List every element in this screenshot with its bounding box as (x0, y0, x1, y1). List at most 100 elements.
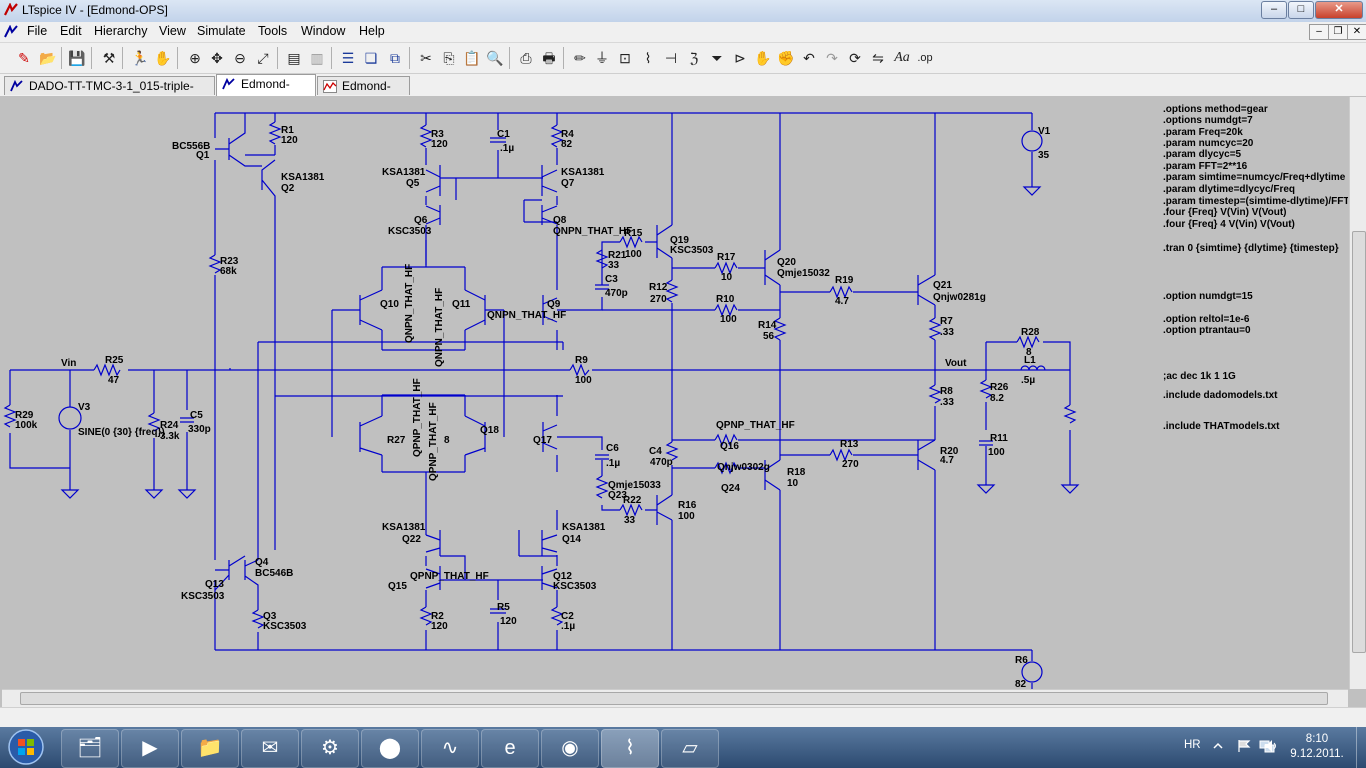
cut-icon[interactable]: ✂ (420, 50, 432, 66)
schematic-label[interactable]: BC546B (255, 568, 293, 579)
transistor-model-label[interactable]: QPNP_THAT_HF (412, 378, 423, 457)
taskbar-app-button[interactable]: ∿ (421, 729, 479, 768)
schematic-label[interactable]: Q8 (553, 215, 567, 226)
schematic-label[interactable]: 82 (561, 139, 573, 150)
tab-edmond-schematic[interactable]: Edmond-OPS (216, 74, 316, 110)
schematic-label[interactable]: QNPN_THAT_HF (553, 226, 632, 237)
spice-directive[interactable]: .param FFT=2**16 (1163, 161, 1248, 172)
mirror-icon[interactable]: ⇋ (872, 50, 884, 66)
schematic-label[interactable]: 33 (624, 515, 636, 526)
print-setup-icon[interactable]: ⎙ (520, 50, 532, 66)
spice-directive[interactable]: .param numcyc=20 (1163, 138, 1254, 149)
schematic-label[interactable]: Q3 (263, 611, 277, 622)
schematic-label[interactable]: R9 (575, 355, 588, 366)
rotate-icon[interactable]: ⟳ (849, 50, 861, 66)
schematic-label[interactable]: R27 (387, 435, 406, 446)
schematic-label[interactable]: R18 (787, 467, 806, 478)
zoom-fit-icon[interactable]: ⤢ (257, 50, 269, 66)
tab-dado-schematic[interactable]: DADO-TT-TMC-3-1_015-triple-final-IIII (4, 76, 215, 112)
schematic-label[interactable]: R15 (624, 228, 643, 239)
schematic-label[interactable]: R22 (623, 495, 642, 506)
system-clock[interactable]: 8:10 9.12.2011. (1281, 732, 1353, 762)
action-center-flag-icon[interactable] (1236, 739, 1252, 753)
schematic-label[interactable]: R10 (716, 294, 735, 305)
schematic-label[interactable]: 100 (575, 375, 592, 386)
schematic-label[interactable]: Q4 (255, 557, 269, 568)
find-icon[interactable]: 🔍 (486, 50, 504, 66)
schematic-label[interactable]: R14 (758, 320, 777, 331)
schematic-label[interactable]: Q24 (721, 483, 740, 494)
schematic-label[interactable]: KSC3503 (670, 245, 714, 256)
menu-help[interactable]: Help (359, 24, 385, 38)
cascade-icon[interactable]: ❏ (364, 50, 378, 66)
schematic-label[interactable]: 68k (220, 266, 237, 277)
run-icon[interactable]: 🏃 (131, 50, 149, 66)
schematic-label[interactable]: 120 (281, 135, 298, 146)
schematic-label[interactable]: R6 (1015, 655, 1028, 666)
schematic-label[interactable]: Q2 (281, 183, 295, 194)
schematic-label[interactable]: R24 (160, 420, 179, 431)
schematic-label[interactable]: KSA1381 (382, 167, 426, 178)
schematic-label[interactable]: R21 (608, 250, 627, 261)
schematic-label[interactable]: KSC3503 (181, 591, 225, 602)
schematic-label[interactable]: C5 (190, 410, 203, 421)
spice-directive[interactable]: .option reltol=1e-6 (1163, 314, 1250, 325)
autorange-icon[interactable]: ▤ (287, 50, 301, 66)
minimize-button[interactable]: – (1261, 1, 1287, 19)
schematic-label[interactable]: 100 (625, 249, 642, 260)
schematic-label[interactable]: R25 (105, 355, 124, 366)
schematic-label[interactable]: 100 (678, 511, 695, 522)
close-button[interactable]: ✕ (1315, 1, 1363, 19)
schematic-label[interactable]: 120 (431, 139, 448, 150)
menu-simulate[interactable]: Simulate (197, 24, 246, 38)
schematic-label[interactable]: Q21 (933, 280, 952, 291)
autorange-y-icon[interactable]: ▥ (310, 50, 324, 66)
schematic-label[interactable]: Q17 (533, 435, 552, 446)
schematic-label[interactable]: Q9 (547, 299, 561, 310)
schematic-label[interactable]: 3.3k (160, 431, 180, 442)
schematic-label[interactable]: KSC3503 (388, 226, 432, 237)
schematic-label[interactable]: Q18 (480, 425, 499, 436)
schematic-label[interactable]: R11 (990, 433, 1008, 444)
close-all-icon[interactable]: ⧉ (390, 50, 400, 66)
schematic-label[interactable]: KSC3503 (553, 581, 597, 592)
taskbar-app-button[interactable]: ▶ (121, 729, 179, 768)
schematic-label[interactable]: .1µ (500, 143, 514, 154)
schematic-label[interactable]: 330p (188, 424, 211, 435)
spice-directive[interactable]: .param Freq=20k (1163, 127, 1243, 138)
schematic-label[interactable]: 10 (721, 272, 733, 283)
schematic-label[interactable]: 470p (605, 288, 628, 299)
spice-directives[interactable]: .options method=gear.options numdgt=7.pa… (1163, 104, 1348, 432)
schematic-label[interactable]: Q22 (402, 534, 421, 545)
zoom-out-icon[interactable]: ⊖ (234, 50, 246, 66)
print-icon[interactable]: 🖶 (542, 50, 556, 66)
schematic-drawing[interactable]: BC556BQ1R1120KSA1381Q2R3120C1.1µR482KSA1… (2, 97, 1348, 689)
vertical-scroll-thumb[interactable] (1352, 231, 1366, 653)
schematic-label[interactable]: KSA1381 (281, 172, 325, 183)
schematic-label[interactable]: KSC3503 (263, 621, 307, 632)
redo-icon[interactable]: ↷ (826, 50, 838, 66)
taskbar-app-button[interactable]: 🗂 (61, 729, 119, 768)
schematic-label[interactable]: 8 (444, 435, 450, 446)
schematic-label[interactable]: KSA1381 (382, 522, 426, 533)
schematic-label[interactable]: Qnjw0281g (933, 292, 986, 303)
schematic-label[interactable]: Q11 (452, 299, 471, 310)
schematic-label[interactable]: V1 (1038, 126, 1051, 137)
spice-directive[interactable]: .option numdgt=15 (1163, 291, 1253, 302)
schematic-label[interactable]: R2 (431, 611, 444, 622)
schematic-label[interactable]: BC556B (172, 141, 210, 152)
schematic-label[interactable]: Q12 (553, 571, 572, 582)
schematic-label[interactable]: R5 (497, 602, 510, 613)
spice-directive[interactable]: .param dlytime=dlycyc/Freq (1163, 184, 1295, 195)
schematic-label[interactable]: 120 (431, 621, 448, 632)
schematic-label[interactable]: 33 (608, 260, 620, 271)
schematic-label[interactable]: R17 (717, 252, 736, 263)
schematic-label[interactable]: 4.7 (940, 455, 954, 466)
schematic-label[interactable]: QNPN_THAT_HF (487, 310, 566, 321)
paste-icon[interactable]: 📋 (463, 50, 481, 66)
schematic-label[interactable]: Q10 (380, 299, 399, 310)
schematic-label[interactable]: Qmje15033 (608, 480, 661, 491)
schematic-label[interactable]: KSA1381 (562, 522, 606, 533)
schematic-label[interactable]: Q6 (414, 215, 428, 226)
